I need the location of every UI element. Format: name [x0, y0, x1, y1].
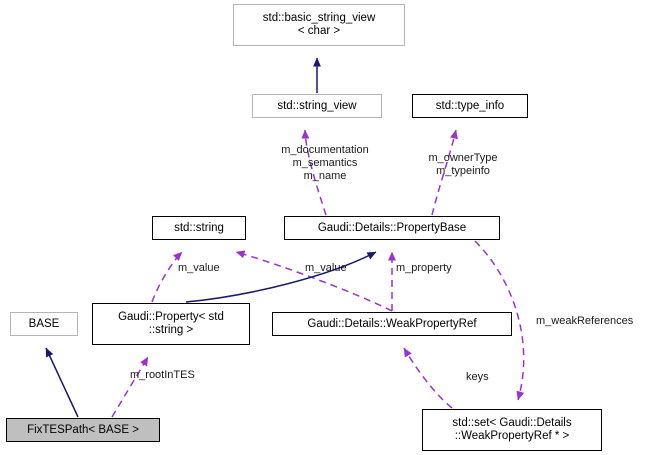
node-std-string[interactable]: std::string [152, 216, 246, 240]
node-std-string-view[interactable]: std::string_view [252, 94, 382, 118]
edge-fixtespath-to-property-string [111, 356, 149, 418]
edge-label-m-value-weak-property-ref: m_value [305, 262, 347, 274]
edge-fixtespath-to-base [45, 347, 79, 418]
edge-label-m-value-property-string: m_value [178, 262, 220, 274]
node-base[interactable]: BASE [10, 312, 78, 336]
node-std-basic-string-view[interactable]: std::basic_string_view < char > [233, 4, 405, 46]
edge-label-m-property: m_property [396, 262, 452, 274]
node-gaudi-details-property-base[interactable]: Gaudi::Details::PropertyBase [284, 216, 500, 240]
node-gaudi-property-std-string[interactable]: Gaudi::Property< std ::string > [92, 303, 250, 345]
edge-label-m-root-in-tes: m_rootInTES [130, 369, 195, 381]
edge-label-m-owner-type: m_ownerType m_typeinfo [428, 152, 498, 177]
edge-property-string-to-std-string [151, 251, 183, 303]
edge-weak-set-to-weak-property-ref [403, 347, 453, 409]
edge-label-m-documentation: m_documentation m_semantics m_name [281, 144, 369, 182]
edge-weak-property-ref-to-std-string [235, 250, 393, 312]
edge-label-m-weak-references: m_weakReferences [536, 315, 634, 327]
node-std-type-info[interactable]: std::type_info [412, 94, 528, 118]
node-fixtespath-base[interactable]: FixTESPath< BASE > [6, 418, 160, 442]
node-gaudi-details-weak-property-ref[interactable]: Gaudi::Details::WeakPropertyRef [272, 312, 512, 336]
edge-property-string-to-property-base [185, 251, 377, 303]
node-std-set-weak-property-ref[interactable]: std::set< Gaudi::Details ::WeakPropertyR… [422, 409, 602, 451]
edge-label-keys: keys [466, 371, 489, 383]
